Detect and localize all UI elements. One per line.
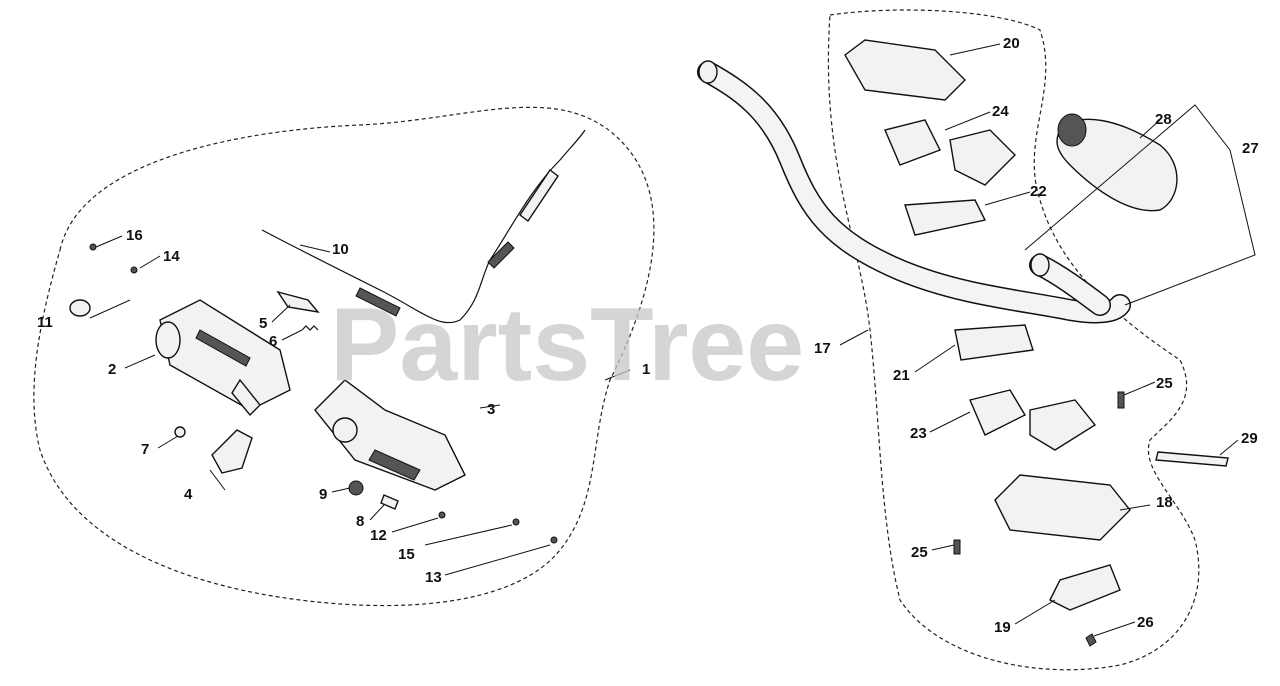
label-part-23: 23 bbox=[910, 425, 927, 442]
label-part-3: 3 bbox=[487, 401, 495, 418]
throttle-housing-right bbox=[314, 379, 466, 491]
part-8-pin bbox=[380, 494, 399, 510]
label-part-16: 16 bbox=[126, 227, 143, 244]
part-11-cap bbox=[69, 299, 91, 317]
label-part-29: 29 bbox=[1241, 430, 1258, 447]
part-19-cover bbox=[1049, 564, 1121, 611]
label-part-18: 18 bbox=[1156, 494, 1173, 511]
part-28-grip bbox=[1056, 113, 1178, 212]
label-part-21: 21 bbox=[893, 367, 910, 384]
part-21-clamp bbox=[954, 324, 1034, 361]
label-part-17: 17 bbox=[814, 340, 831, 357]
watermark: PartsTree bbox=[330, 287, 804, 403]
part-26-screw bbox=[1085, 633, 1097, 647]
part-14-nut bbox=[130, 266, 138, 274]
leader-lines bbox=[89, 43, 1256, 637]
part-5-lever bbox=[276, 290, 320, 314]
part-20-clamp-cover bbox=[844, 39, 966, 101]
handle-bar-tube bbox=[697, 60, 1131, 324]
throttle-housing-left bbox=[155, 299, 291, 417]
label-part-10: 10 bbox=[332, 241, 349, 258]
label-part-8: 8 bbox=[356, 513, 364, 530]
label-part-20: 20 bbox=[1003, 35, 1020, 52]
part-labels: 1 2 3 4 5 6 7 8 9 10 11 12 13 14 15 16 1… bbox=[37, 35, 1259, 636]
part-25-screw-upper bbox=[1117, 391, 1125, 409]
part-6-spring bbox=[301, 325, 319, 331]
part-25-screw-lower bbox=[953, 539, 961, 555]
label-part-15: 15 bbox=[398, 546, 415, 563]
part-4-trigger bbox=[211, 429, 253, 474]
part-16-screw bbox=[89, 243, 97, 251]
label-part-2: 2 bbox=[108, 361, 116, 378]
label-part-13: 13 bbox=[425, 569, 442, 586]
part-18-base bbox=[994, 474, 1131, 541]
label-part-25-upper: 25 bbox=[1156, 375, 1173, 392]
part-7-spring bbox=[174, 426, 186, 438]
part-9-nut bbox=[348, 480, 364, 496]
part-13-screw bbox=[550, 536, 558, 544]
label-part-5: 5 bbox=[259, 315, 267, 332]
label-part-28: 28 bbox=[1155, 111, 1172, 128]
part-22-clamp bbox=[904, 199, 987, 236]
label-part-7: 7 bbox=[141, 441, 149, 458]
part-23-clamp-left bbox=[969, 389, 1026, 436]
label-part-26: 26 bbox=[1137, 614, 1154, 631]
part-15-screw bbox=[512, 518, 520, 526]
label-part-24: 24 bbox=[992, 103, 1009, 120]
label-part-14: 14 bbox=[163, 248, 180, 265]
part-12-screw bbox=[438, 511, 446, 519]
part-24-clamp-right bbox=[949, 129, 1016, 186]
label-part-1: 1 bbox=[642, 361, 650, 378]
label-part-19: 19 bbox=[994, 619, 1011, 636]
label-part-12: 12 bbox=[370, 527, 387, 544]
part-29-strip bbox=[1155, 451, 1229, 467]
label-part-25-lower: 25 bbox=[911, 544, 928, 561]
label-part-9: 9 bbox=[319, 486, 327, 503]
assembly-outline-left bbox=[33, 106, 655, 607]
label-part-11: 11 bbox=[37, 314, 53, 331]
part-24-clamp-left bbox=[884, 119, 941, 166]
label-part-27: 27 bbox=[1242, 140, 1259, 157]
label-part-6: 6 bbox=[269, 333, 277, 350]
part-23-clamp-right bbox=[1029, 399, 1097, 451]
throttle-cable bbox=[261, 129, 586, 324]
label-part-22: 22 bbox=[1030, 183, 1047, 200]
label-part-4: 4 bbox=[184, 486, 193, 503]
